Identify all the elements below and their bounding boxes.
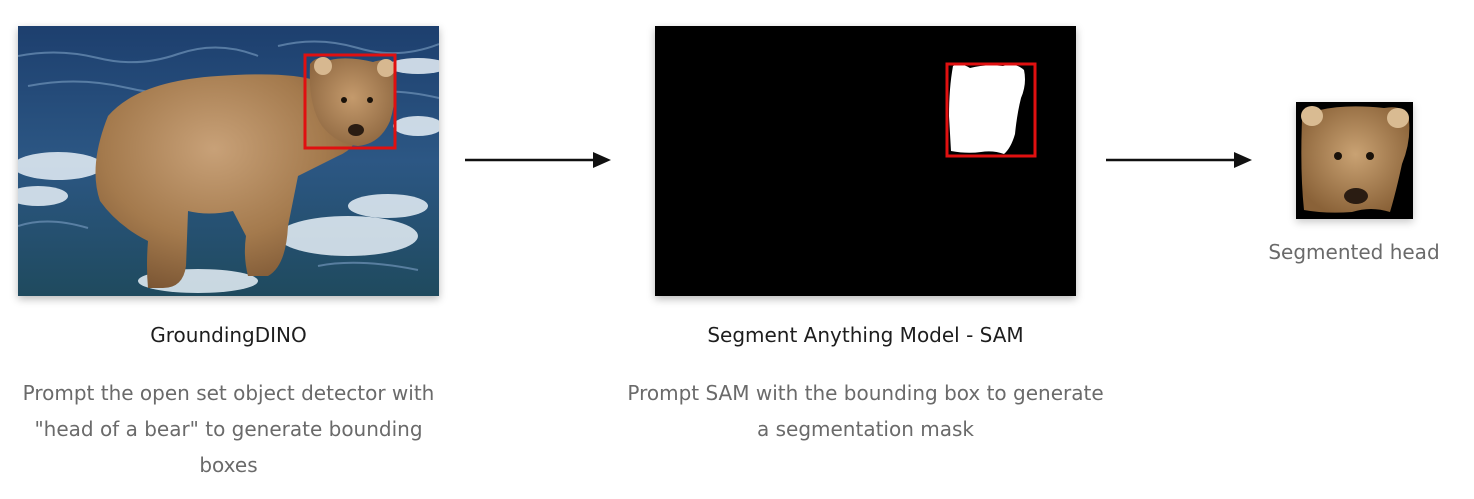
bear-head [309,57,395,146]
arrow-right-icon [1106,152,1252,168]
bounding-box [945,62,1037,158]
segmented-head-caption: Segmented head [1268,240,1440,264]
segmented-head-illustration [1296,102,1413,219]
segmentation-mask [655,26,1076,296]
step-description-sam: Prompt SAM with the bounding box to gene… [627,381,1104,441]
bear-photo-with-bounding-box [18,26,439,296]
bear-body [95,74,359,288]
bear-photo-illustration [18,26,439,296]
head-mask [949,64,1025,154]
arrow-right-icon [465,152,611,168]
segmented-head-image [1296,102,1413,219]
mask-illustration [655,26,1076,296]
step-title-sam: Segment Anything Model - SAM [707,323,1024,347]
bounding-box [303,53,397,150]
step-description-groundingdino: Prompt the open set object detector with… [22,381,435,477]
step-title-groundingdino: GroundingDINO [150,323,307,347]
